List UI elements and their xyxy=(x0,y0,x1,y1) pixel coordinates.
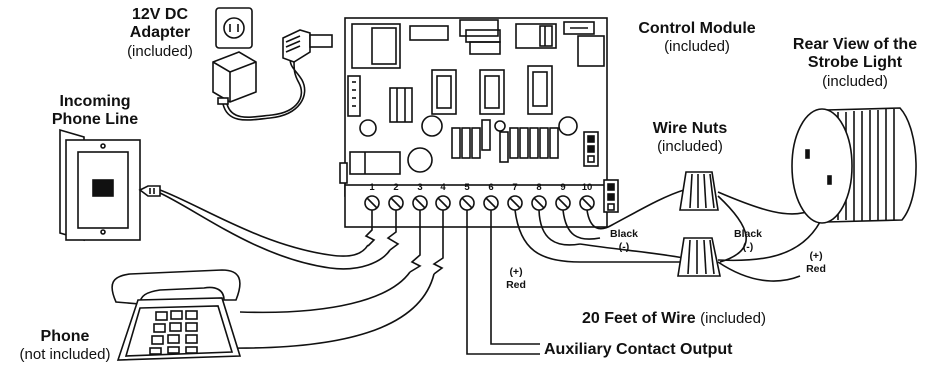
strobe-title: Rear View of the Strobe Light xyxy=(792,36,918,72)
adapter-label: 12V DC Adapter (included) xyxy=(100,6,220,60)
black-neg-label-2: Black (-) xyxy=(733,228,763,254)
strobe-note: (included) xyxy=(822,72,888,90)
terminal-number-2: 2 xyxy=(393,182,399,193)
phone-title: Phone xyxy=(40,328,90,345)
phone-jack xyxy=(59,128,141,242)
dc-adapter xyxy=(212,51,306,121)
wire-length-note: (included) xyxy=(700,310,766,327)
strobe-label: Rear View of the Strobe Light (included) xyxy=(775,36,935,90)
adapter-note: (included) xyxy=(127,42,193,60)
wire-nut-upper xyxy=(679,171,719,211)
terminal-number-9: 9 xyxy=(560,182,566,193)
phone-line-cord xyxy=(138,185,391,270)
control-module-note: (included) xyxy=(664,38,730,56)
control-module-title: Control Module xyxy=(638,20,756,37)
terminal-number-1: 1 xyxy=(369,182,375,193)
terminal-number-8: 8 xyxy=(536,182,542,193)
wire-nut-lower xyxy=(677,237,721,277)
terminal-number-6: 6 xyxy=(488,182,494,193)
wire-nuts-title: Wire Nuts xyxy=(652,120,728,137)
adapter-title: 12V DC Adapter xyxy=(129,6,191,42)
control-module-label: Control Module (included) xyxy=(622,20,772,56)
desk-phone xyxy=(111,269,242,361)
wall-outlet xyxy=(215,7,253,49)
terminal-number-7: 7 xyxy=(512,182,518,193)
phone-label: Phone (not included) xyxy=(10,328,120,364)
aux-output-wires xyxy=(466,210,540,355)
dc-plug xyxy=(282,29,333,63)
terminal-number-4: 4 xyxy=(440,182,446,193)
phone-note: (not included) xyxy=(19,346,111,364)
terminal-number-10: 10 xyxy=(581,182,593,193)
wire-nuts-label: Wire Nuts (included) xyxy=(630,120,750,156)
phone-line-title: Incoming Phone Line xyxy=(51,93,139,129)
red-pos-label-2: (+) Red xyxy=(806,250,826,276)
strobe-light xyxy=(791,107,917,224)
wire-length-label: 20 Feet of Wire (included) xyxy=(582,310,766,328)
phone-line-label: Incoming Phone Line xyxy=(30,93,160,130)
phone-wires xyxy=(221,210,444,349)
wire-nuts-note: (included) xyxy=(657,138,723,156)
red-pos-label-1: (+) Red xyxy=(506,266,526,292)
terminal-number-3: 3 xyxy=(417,182,423,193)
control-module-board xyxy=(339,17,619,228)
aux-output-label: Auxiliary Contact Output xyxy=(544,341,733,358)
wire-length-title: 20 Feet of Wire xyxy=(582,310,696,327)
black-neg-label-1: Black (-) xyxy=(609,228,639,254)
terminal-number-5: 5 xyxy=(464,182,470,193)
